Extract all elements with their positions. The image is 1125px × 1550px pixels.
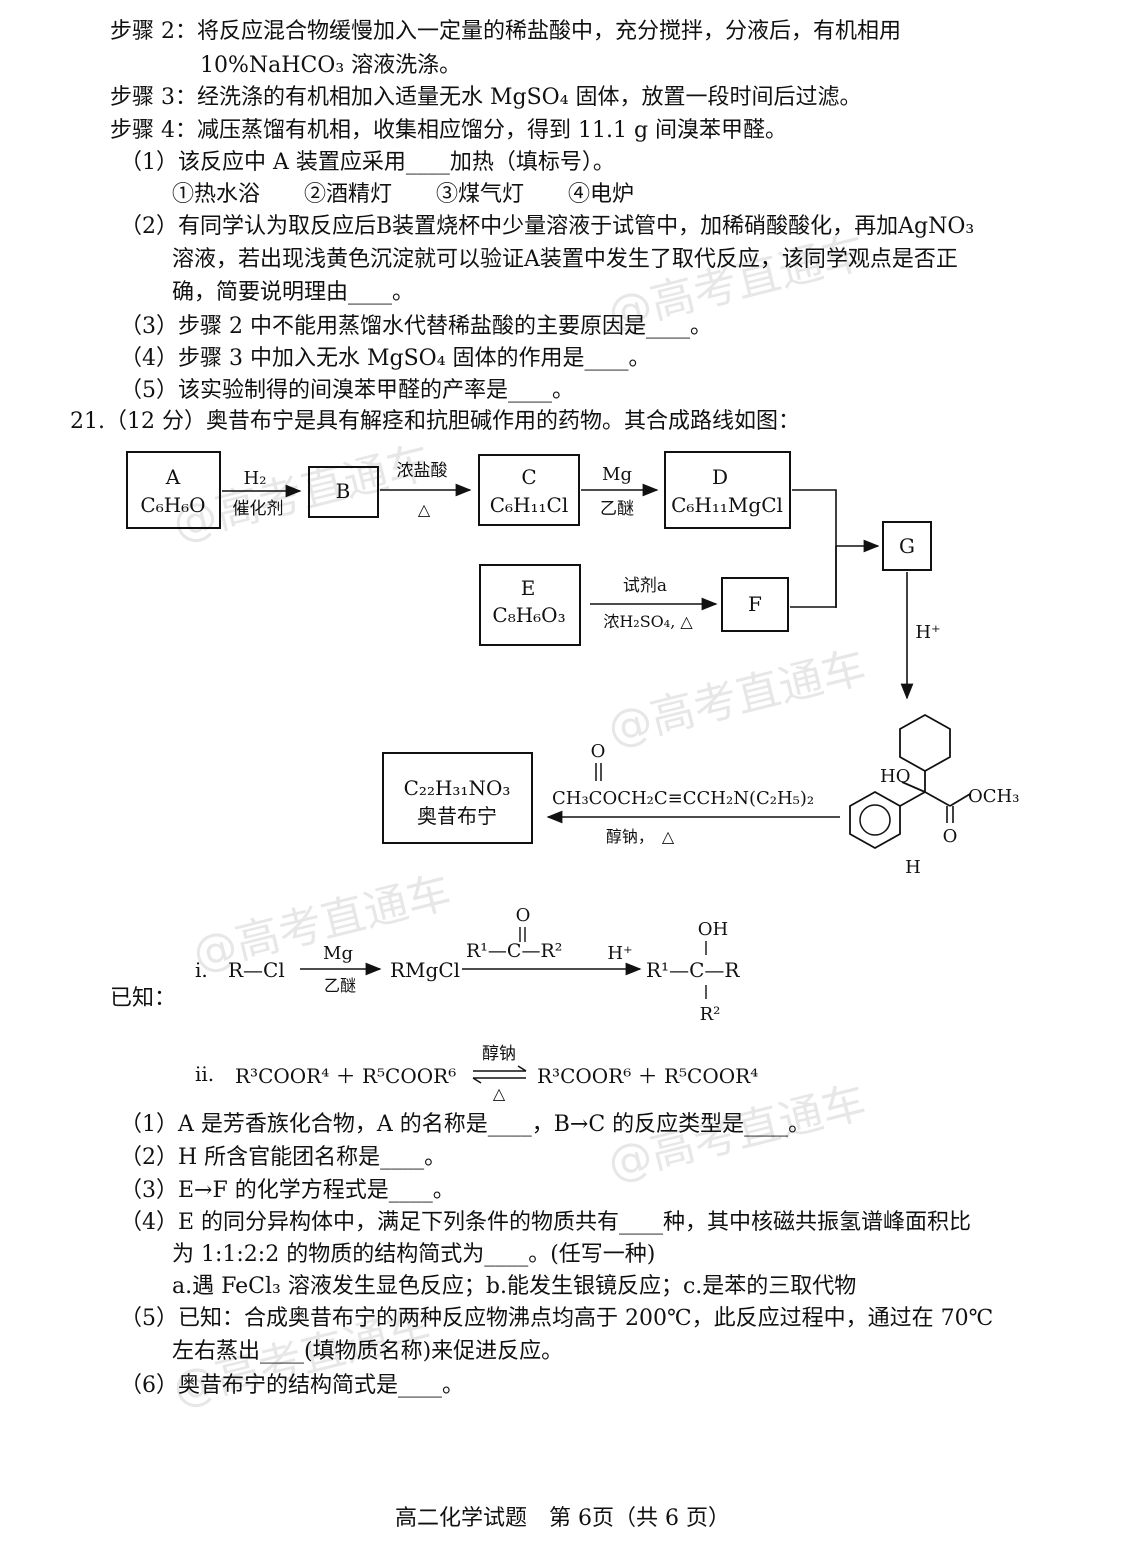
known-i-o: O bbox=[516, 905, 531, 926]
box-e-formula: C₈H₆O₃ bbox=[492, 603, 565, 627]
arrow-a-b-bottom: 催化剂 bbox=[233, 499, 284, 519]
q20-part1-options: ①热水浴 ②酒精灯 ③煤气灯 ④电炉 bbox=[172, 182, 635, 207]
reagent-o: O bbox=[591, 741, 606, 762]
struct-h: H bbox=[905, 857, 921, 878]
known-i-num: i. bbox=[195, 958, 208, 982]
known-i-r2: R² bbox=[700, 1004, 721, 1025]
product-box bbox=[382, 752, 533, 844]
q20-part3: （3）步骤 2 中不能用蒸馏水代替稀盐酸的主要原因是____。 bbox=[120, 314, 712, 339]
box-f-label: F bbox=[748, 592, 762, 616]
known-ii-top: 醇钠 bbox=[482, 1044, 516, 1064]
struct-och3: OCH₃ bbox=[968, 786, 1019, 807]
known-reactions: 已知： i. R—Cl Mg 乙醚 RMgCl O R¹—C—R² H⁺ OH … bbox=[110, 905, 758, 1103]
q21-part1: （1）A 是芳香族化合物，A 的名称是____，B→C 的反应类型是____。 bbox=[120, 1112, 811, 1137]
known-label: 已知： bbox=[110, 986, 176, 1011]
box-e bbox=[479, 564, 581, 646]
box-c-label: C bbox=[521, 465, 536, 489]
q21-part6: （6）奥昔布宁的结构简式是____。 bbox=[120, 1373, 464, 1398]
step-2-text-cont: 10%NaHCO₃ 溶液洗涤。 bbox=[200, 53, 462, 78]
q21-part4: （4）E 的同分异构体中，满足下列条件的物质共有____种，其中核磁共振氢谱峰面… bbox=[120, 1210, 972, 1235]
box-a-formula: C₆H₆O bbox=[140, 493, 205, 517]
arrow-h-product-bottom: 醇钠， △ bbox=[606, 827, 675, 846]
step-4-text: 步骤 4：减压蒸馏有机相，收集相应馏分，得到 11.1 g 间溴苯甲醛。 bbox=[110, 118, 788, 143]
known-i-oh: OH bbox=[698, 919, 728, 940]
known-i-ether: 乙醚 bbox=[324, 976, 356, 995]
box-b-label: B bbox=[336, 479, 351, 503]
step-2-text: 步骤 2：将反应混合物缓慢加入一定量的稀盐酸中，充分搅拌，分液后，有机相用 bbox=[110, 19, 901, 44]
step-3-text: 步骤 3：经洗涤的有机相加入适量无水 MgSO₄ 固体，放置一段时间后过滤。 bbox=[110, 85, 862, 110]
known-ii-left: R³COOR⁴ ＋ R⁵COOR⁶ bbox=[235, 1064, 456, 1088]
known-ii-num: ii. bbox=[195, 1062, 214, 1086]
box-d bbox=[664, 451, 791, 529]
box-b bbox=[308, 466, 379, 518]
arrow-b-c-top: 浓盐酸 bbox=[397, 461, 448, 481]
known-i-rcl: R—Cl bbox=[228, 958, 285, 982]
q20-part2-cont2: 确，简要说明理由____。 bbox=[172, 280, 415, 305]
q20-part1: （1）该反应中 A 装置应采用____加热（填标号）。 bbox=[120, 150, 615, 175]
q21-part4-cont: 为 1:1:2:2 的物质的结构简式为____。(任写一种) bbox=[172, 1242, 656, 1267]
box-c-formula: C₆H₁₁Cl bbox=[490, 493, 569, 517]
known-i-ketone: R¹—C—R² bbox=[466, 940, 562, 962]
arrow-g-h-label: H⁺ bbox=[915, 622, 940, 643]
box-f bbox=[721, 577, 789, 632]
box-c bbox=[478, 454, 580, 526]
box-d-label: D bbox=[712, 465, 728, 489]
arrow-c-d-bottom: 乙醚 bbox=[600, 499, 634, 519]
struct-ho: HO bbox=[880, 766, 910, 787]
box-a-label: A bbox=[165, 465, 181, 489]
product-formula: C₂₂H₃₁NO₃ bbox=[404, 776, 511, 800]
q21-part2: （2）H 所含官能团名称是____。 bbox=[120, 1145, 447, 1170]
q20-part4: （4）步骤 3 中加入无水 MgSO₄ 固体的作用是____。 bbox=[120, 346, 651, 371]
q20-part2-cont: 溶液，若出现浅黄色沉淀就可以验证A装置中发生了取代反应，该同学观点是否正 bbox=[172, 247, 958, 272]
known-i-product: R¹—C—R bbox=[646, 958, 740, 982]
q20-part5: （5）该实验制得的间溴苯甲醛的产率是____。 bbox=[120, 378, 574, 403]
box-e-label: E bbox=[521, 576, 536, 600]
q21-part5-cont: 左右蒸出____(填物质名称)来促进反应。 bbox=[172, 1339, 564, 1364]
known-i-rmgcl: RMgCl bbox=[390, 958, 460, 982]
known-i-h: H⁺ bbox=[607, 943, 632, 964]
box-g bbox=[882, 521, 932, 571]
box-g-label: G bbox=[899, 534, 915, 558]
known-ii-bottom: △ bbox=[493, 1084, 506, 1103]
q21-part5: （5）已知：合成奥昔布宁的两种反应物沸点均高于 200℃，此反应过程中，通过在 … bbox=[120, 1306, 994, 1331]
known-i-mg: Mg bbox=[323, 943, 353, 964]
struct-o: O bbox=[943, 826, 958, 847]
compound-h-structure: HO OCH₃ O H bbox=[849, 713, 1019, 878]
arrow-e-f-bottom: 浓H₂SO₄, △ bbox=[603, 612, 693, 631]
reagent-formula: CH₃COCH₂C≡CCH₂N(C₂H₅)₂ bbox=[552, 788, 814, 809]
arrow-c-d-top: Mg bbox=[602, 464, 632, 485]
q21-part4-conditions: a.遇 FeCl₃ 溶液发生显色反应；b.能发生银镜反应；c.是苯的三取代物 bbox=[172, 1274, 857, 1299]
q21-header: 21.（12 分）奥昔布宁是具有解痉和抗胆碱作用的药物。其合成路线如图： bbox=[70, 409, 800, 434]
connector-d-g bbox=[792, 489, 837, 608]
arrow-a-b-top: H₂ bbox=[244, 468, 267, 489]
arrow-e-f-top: 试剂a bbox=[623, 576, 667, 596]
page-footer: 高二化学试题 第 6页（共 6 页） bbox=[395, 1506, 730, 1531]
arrow-b-c-bottom: △ bbox=[418, 500, 431, 519]
known-ii-right: R³COOR⁶ ＋ R⁵COOR⁴ bbox=[537, 1064, 758, 1088]
synthesis-route-diagram: A C₆H₆O H₂ 催化剂 B 浓盐酸 △ C C₆H₁₁Cl Mg 乙醚 D… bbox=[126, 451, 1019, 878]
connector-f-g bbox=[790, 546, 837, 608]
q21-part3: （3）E→F 的化学方程式是____。 bbox=[120, 1178, 455, 1203]
box-a bbox=[126, 451, 221, 529]
product-name: 奥昔布宁 bbox=[417, 804, 497, 828]
q20-part2: （2）有同学认为取反应后B装置烧杯中少量溶液于试管中，加稀硝酸酸化，再加AgNO… bbox=[120, 214, 975, 239]
box-d-formula: C₆H₁₁MgCl bbox=[671, 493, 783, 517]
